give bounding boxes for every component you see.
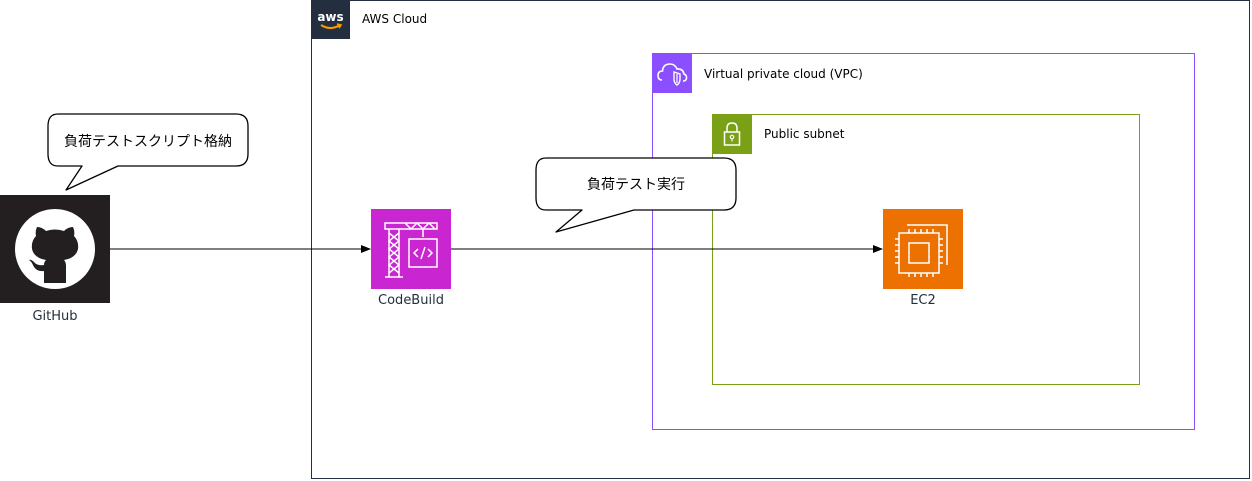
vpc-cloud-icon bbox=[652, 53, 692, 93]
callout-run: 負荷テスト実行 bbox=[534, 156, 740, 236]
callout-store-text: 負荷テストスクリプト格納 bbox=[64, 134, 232, 150]
vpc-label: Virtual private cloud (VPC) bbox=[704, 67, 863, 81]
padlock-icon bbox=[712, 114, 752, 154]
svg-text:aws: aws bbox=[317, 10, 343, 24]
codebuild-node[interactable] bbox=[371, 209, 451, 289]
codebuild-label: CodeBuild bbox=[378, 293, 444, 308]
aws-logo-icon: aws bbox=[311, 0, 350, 39]
github-label: GitHub bbox=[32, 309, 78, 324]
codebuild-icon bbox=[384, 221, 438, 278]
ec2-chip-icon bbox=[895, 224, 948, 277]
github-icon bbox=[15, 209, 95, 289]
vpc-group bbox=[652, 53, 1195, 430]
ec2-label: EC2 bbox=[910, 293, 936, 308]
callout-run-text: 負荷テスト実行 bbox=[587, 177, 685, 193]
aws-cloud-group bbox=[311, 0, 1250, 479]
callout-store: 負荷テストスクリプト格納 bbox=[46, 112, 254, 196]
ec2-node[interactable] bbox=[883, 209, 963, 289]
github-node[interactable] bbox=[0, 195, 110, 303]
public-subnet-label: Public subnet bbox=[764, 127, 845, 141]
aws-cloud-label: AWS Cloud bbox=[362, 12, 428, 26]
